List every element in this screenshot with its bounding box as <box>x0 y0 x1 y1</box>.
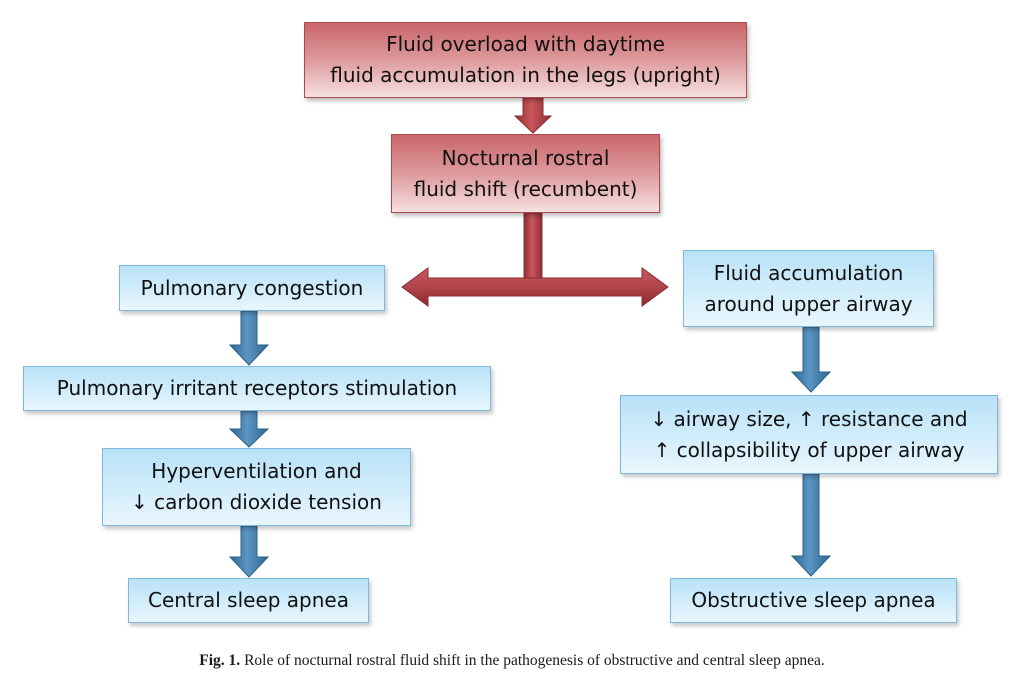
node-upper-airway-fluid: Fluid accumulation around upper airway <box>683 250 934 327</box>
arrow-hyperventilation-to-central <box>228 525 270 578</box>
figure-caption-text: Role of nocturnal rostral fluid shift in… <box>244 652 825 669</box>
node-upper-airway-fluid-line2: around upper airway <box>704 291 913 316</box>
figure-caption: Fig. 1. Role of nocturnal rostral fluid … <box>0 652 1024 670</box>
node-rostral-shift-line2: fluid shift (recumbent) <box>413 176 638 201</box>
arrow-irritant-to-hyperventilation <box>228 410 270 448</box>
node-hyperventilation-line1: Hyperventilation and <box>151 459 362 483</box>
node-obstructive-sleep-apnea-label: Obstructive sleep apnea <box>691 588 936 612</box>
arrow-airway-size-to-obstructive <box>790 473 832 577</box>
node-irritant-receptors-label: Pulmonary irritant receptors stimulation <box>56 376 458 400</box>
node-fluid-overload-line1: Fluid overload with daytime <box>386 32 665 56</box>
node-fluid-overload-line2: fluid accumulation in the legs (upright) <box>330 63 721 87</box>
node-hyperventilation: Hyperventilation and ↓ carbon dioxide te… <box>102 448 411 526</box>
node-hyperventilation-line2: ↓ carbon dioxide tension <box>131 490 382 514</box>
node-upper-airway-fluid-line1: Fluid accumulation <box>713 260 904 285</box>
node-airway-size: ↓ airway size, ↑ resistance and ↑ collap… <box>620 395 998 474</box>
arrow-upper-airway-to-airway-size <box>790 326 832 393</box>
node-central-sleep-apnea: Central sleep apnea <box>128 578 369 623</box>
figure-caption-label: Fig. 1. <box>199 652 241 669</box>
node-central-sleep-apnea-label: Central sleep apnea <box>147 588 349 612</box>
node-rostral-shift-line1: Nocturnal rostral <box>441 145 610 170</box>
node-fluid-overload: Fluid overload with daytime fluid accumu… <box>304 22 747 98</box>
node-obstructive-sleep-apnea: Obstructive sleep apnea <box>670 578 957 623</box>
node-pulmonary-congestion-label: Pulmonary congestion <box>140 275 364 300</box>
arrow-overload-to-rostral <box>513 97 553 134</box>
node-airway-size-line1: ↓ airway size, ↑ resistance and <box>650 406 968 431</box>
node-pulmonary-congestion: Pulmonary congestion <box>119 265 385 311</box>
arrow-split-double <box>401 267 669 307</box>
node-airway-size-line2: ↑ collapsibility of upper airway <box>653 437 965 462</box>
arrow-congestion-to-irritant <box>228 310 270 366</box>
node-rostral-shift: Nocturnal rostral fluid shift (recumbent… <box>391 134 660 213</box>
node-irritant-receptors: Pulmonary irritant receptors stimulation <box>23 366 491 411</box>
